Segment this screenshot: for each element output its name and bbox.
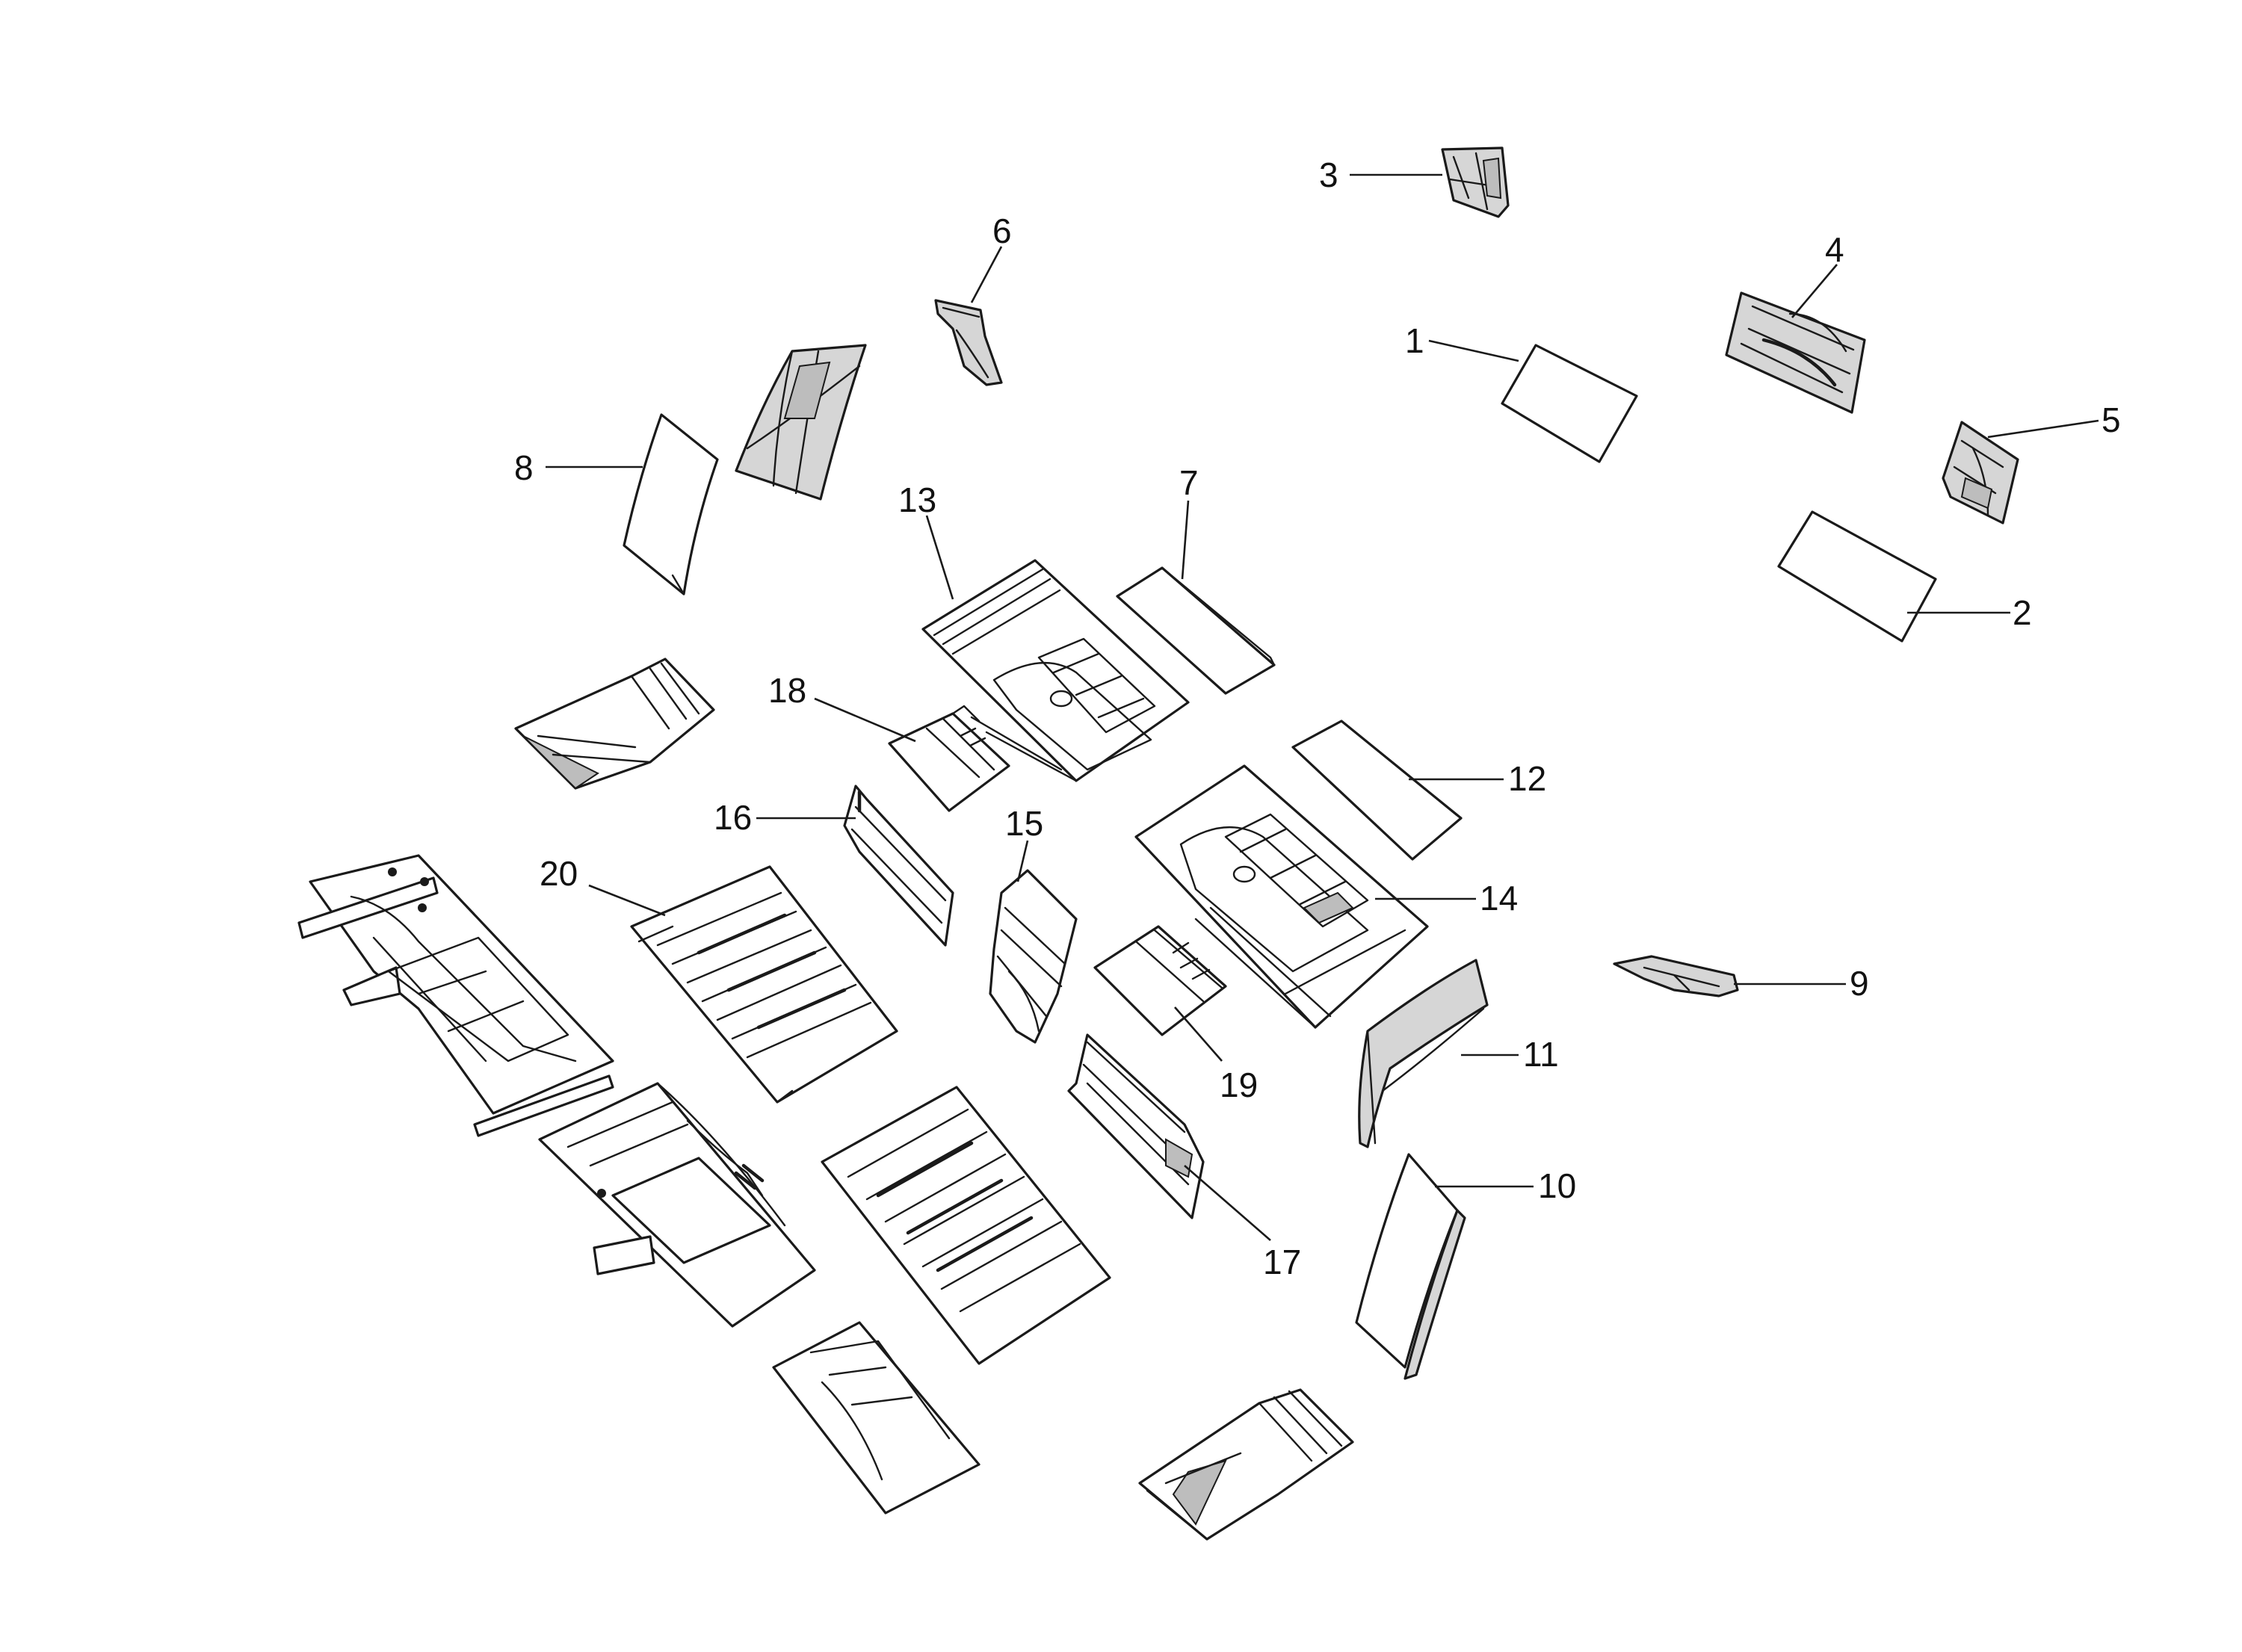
- leader-7: [1181, 500, 1190, 580]
- callout-16: 16: [714, 798, 752, 837]
- part-4: [1725, 291, 1866, 414]
- part-9: [1613, 955, 1739, 997]
- leader-19: [1174, 1006, 1223, 1062]
- callout-14: 14: [1480, 879, 1518, 918]
- leader-18: [814, 697, 916, 743]
- part-lower-left: [538, 1082, 816, 1328]
- callout-3: 3: [1319, 155, 1338, 194]
- callout-6: 6: [992, 211, 1012, 250]
- callout-13: 13: [898, 480, 936, 519]
- leader-6: [970, 246, 1003, 303]
- callout-8: 8: [514, 448, 534, 487]
- callout-10: 10: [1538, 1166, 1576, 1205]
- part-19: [1093, 925, 1227, 1036]
- part-20: [630, 865, 898, 1104]
- callout-5: 5: [2102, 400, 2121, 439]
- part-3: [1441, 146, 1510, 218]
- leader-lines: [546, 173, 2099, 1241]
- part-5: [1942, 421, 2019, 525]
- callout-labels: 1 2 3 4 5 6 7 8 9 10 11 12 13 14 15 16 1…: [514, 155, 2121, 1281]
- part-11: [1358, 959, 1489, 1148]
- part-12: [1291, 720, 1463, 861]
- callout-20: 20: [540, 854, 578, 893]
- part-7: [1116, 566, 1276, 695]
- callout-4: 4: [1825, 230, 1844, 269]
- part-8: [623, 413, 719, 595]
- part-17: [1067, 1033, 1205, 1219]
- callout-17: 17: [1263, 1243, 1301, 1281]
- part-upper-left: [514, 658, 715, 790]
- part-lower-middle: [821, 1086, 1111, 1365]
- part-10: [1355, 1153, 1466, 1380]
- part-1: [1501, 344, 1638, 463]
- callout-9: 9: [1850, 964, 1869, 1003]
- part-6: [934, 299, 1003, 386]
- part-16: [843, 785, 954, 947]
- part-left-assembly: [297, 854, 614, 1137]
- callout-18: 18: [768, 671, 806, 710]
- callout-19: 19: [1220, 1065, 1258, 1104]
- leader-20: [588, 884, 666, 917]
- leader-4: [1791, 264, 1838, 318]
- leader-1: [1428, 339, 1519, 362]
- callout-11: 11: [1523, 1035, 1559, 1074]
- leader-15: [1016, 840, 1029, 882]
- callout-1: 1: [1405, 321, 1424, 360]
- part-curved-panel: [735, 344, 867, 501]
- callout-7: 7: [1179, 463, 1199, 502]
- part-18: [888, 705, 1010, 812]
- leader-17: [1184, 1165, 1271, 1241]
- part-14: [1134, 764, 1429, 1029]
- part-13: [921, 559, 1190, 782]
- part-15: [989, 869, 1078, 1044]
- part-2: [1777, 510, 1937, 643]
- part-bottom-left: [772, 1321, 981, 1515]
- callout-2: 2: [2013, 593, 2032, 632]
- part-bottom-right: [1138, 1388, 1354, 1541]
- leader-13: [925, 515, 954, 600]
- callout-12: 12: [1508, 759, 1546, 798]
- leader-5: [1987, 419, 2099, 439]
- callout-15: 15: [1005, 804, 1043, 843]
